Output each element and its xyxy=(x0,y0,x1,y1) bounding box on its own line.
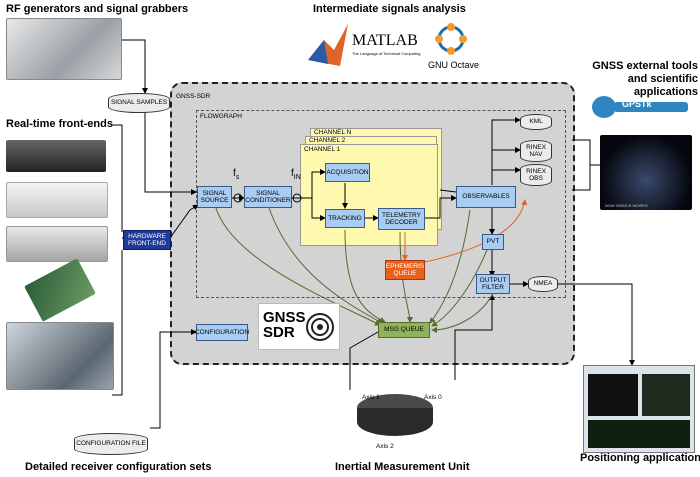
octave-logo: GNU Octave xyxy=(428,60,480,70)
octave-logo-icon xyxy=(432,20,470,58)
header-intermediate-analysis: Intermediate signals analysis xyxy=(313,3,466,15)
matlab-logo: MATLAB xyxy=(352,32,418,49)
matlab-tagline: The Language of Technical Computing xyxy=(352,51,421,56)
radar-icon xyxy=(306,313,334,341)
observables-block[interactable]: OBSERVABLES xyxy=(456,186,516,208)
rinex-obs-output: RINEX OBS xyxy=(520,164,552,186)
imu-axis-2: Axis 2 xyxy=(376,443,394,450)
gpstk-logo: GPSTk xyxy=(622,99,652,109)
header-config-sets: Detailed receiver configuration sets xyxy=(25,461,212,473)
matlab-logo-icon xyxy=(306,20,350,72)
ephemeris-queue-block[interactable]: EPHEMERIS QUEUE xyxy=(385,260,425,280)
signal-samples-storage: SIGNAL SAMPLES xyxy=(108,93,170,113)
frontend-photo-5 xyxy=(6,322,114,390)
positioning-app-screenshot xyxy=(583,365,695,453)
flowgraph-label: FLOWGRAPH xyxy=(200,113,242,120)
hardware-frontend-block[interactable]: HARDWARE FRONT-END xyxy=(123,230,171,250)
gnss-sdr-logo-text: GNSS SDR xyxy=(263,309,306,341)
rf-generators-photo xyxy=(6,18,122,80)
header-gnss-tools: GNSS external tools and scientific appli… xyxy=(592,60,698,98)
tracking-block[interactable]: TRACKING xyxy=(325,209,365,228)
imu-axis-0: Axis 0 xyxy=(424,394,442,401)
channel-n-label: CHANNEL N xyxy=(314,129,352,136)
flowgraph-area xyxy=(196,110,566,298)
imu-device xyxy=(352,390,438,436)
rinex-nav-output: RINEX NAV xyxy=(520,140,552,162)
msg-queue-block[interactable]: MSG QUEUE xyxy=(378,322,430,338)
sky-plot-caption: NOW GNSS-R WORKS xyxy=(605,203,648,208)
acquisition-block[interactable]: ACQUISITION xyxy=(325,163,370,182)
frontend-photo-3 xyxy=(6,226,108,262)
kml-output: KML xyxy=(520,114,552,130)
frontend-photo-2 xyxy=(6,182,108,218)
channel-1-label: CHANNEL 1 xyxy=(304,146,341,153)
header-imu: Inertial Measurement Unit xyxy=(335,461,470,473)
header-frontends: Real-time front-ends xyxy=(6,118,113,130)
signal-conditioner-block[interactable]: SIGNAL CONDITIONER xyxy=(244,186,292,208)
telemetry-decoder-block[interactable]: TELEMETRY DECODER xyxy=(378,208,425,230)
fin-label: fIN xyxy=(291,168,301,181)
output-filter-block[interactable]: OUTPUT FILTER xyxy=(476,274,510,294)
header-positioning: Positioning applications xyxy=(580,452,700,464)
gnss-sdr-logo: GNSS SDR xyxy=(258,303,340,350)
header-rf-generators: RF generators and signal grabbers xyxy=(6,3,189,15)
sky-plot-image xyxy=(600,135,692,210)
gnss-sdr-area-label: GNSS-SDR xyxy=(176,93,211,100)
fs-label: fs xyxy=(233,168,240,181)
configuration-block[interactable]: CONFIGURATION xyxy=(195,324,249,341)
configuration-file-storage: CONFIGURATION FILE xyxy=(74,433,148,455)
pvt-block[interactable]: PVT xyxy=(482,234,504,250)
imu-axis-1: Axis 1 xyxy=(362,394,380,401)
channel-2-label: CHANNEL 2 xyxy=(309,137,346,144)
signal-source-block[interactable]: SIGNAL SOURCE xyxy=(197,186,232,208)
nmea-output: NMEA xyxy=(528,276,558,292)
frontend-photo-1 xyxy=(6,140,106,172)
gpstk-key-icon xyxy=(590,92,690,122)
